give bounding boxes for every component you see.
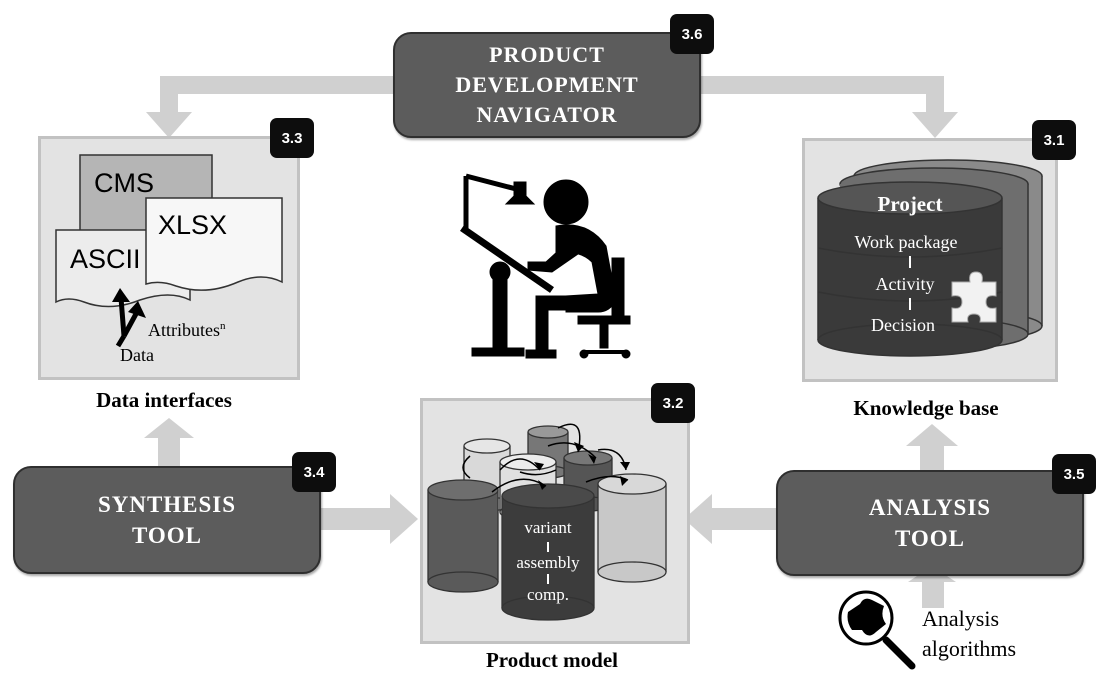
navigator-line-1: PRODUCT xyxy=(489,42,605,67)
product-model-badge: 3.2 xyxy=(651,383,695,423)
knowledge-base-caption: Knowledge base xyxy=(853,396,999,420)
navigator-badge: 3.6 xyxy=(670,14,714,54)
nav-right-bar xyxy=(694,76,944,94)
synthesis-tool-box[interactable]: SYNTHESIS TOOL xyxy=(13,466,321,574)
data-interfaces-badge: 3.3 xyxy=(270,118,314,158)
navigator-line-3: NAVIGATOR xyxy=(476,102,618,127)
ascii-label: ASCII xyxy=(70,244,141,274)
xlsx-label: XLSX xyxy=(158,210,228,240)
work-package-label: Work package xyxy=(854,232,958,252)
data-label: Data xyxy=(120,345,154,365)
variant-label: variant xyxy=(524,518,572,537)
data-interfaces-caption: Data interfaces xyxy=(96,388,232,412)
nav-right-arrowhead xyxy=(912,112,958,138)
analysis-tool-box[interactable]: ANALYSIS TOOL xyxy=(776,470,1084,576)
comp-label: comp. xyxy=(526,585,570,604)
synthesis-to-model-arrow xyxy=(318,494,418,544)
nav-left-down xyxy=(160,76,178,116)
knowledge-base-badge: 3.1 xyxy=(1032,120,1076,160)
project-label: Project xyxy=(877,192,943,216)
nav-left-bar xyxy=(160,76,400,94)
attributes-label: Attributesn xyxy=(148,320,226,340)
analysis-line-2: TOOL xyxy=(894,526,966,551)
analysis-line-1: ANALYSIS xyxy=(868,495,992,520)
product-model-caption: Product model xyxy=(485,648,619,672)
decision-label: Decision xyxy=(871,315,935,335)
assembly-label: assembly xyxy=(516,553,580,572)
product-development-navigator-box[interactable]: PRODUCT DEVELOPMENT NAVIGATOR xyxy=(393,32,701,138)
analysis-up-arrow xyxy=(906,424,958,474)
synthesis-line-1: SYNTHESIS xyxy=(97,492,237,517)
nav-left-arrowhead xyxy=(146,112,192,138)
analysis-algorithms-label: Analysis algorithms xyxy=(922,606,1017,661)
analysis-to-model-arrow xyxy=(684,494,780,544)
navigator-line-2: DEVELOPMENT xyxy=(455,72,639,97)
cms-label: CMS xyxy=(94,168,154,198)
synthesis-line-2: TOOL xyxy=(131,523,203,548)
activity-label: Activity xyxy=(875,274,935,294)
analysis-tool-badge: 3.5 xyxy=(1052,454,1096,494)
synthesis-up-arrow xyxy=(144,418,194,470)
knowledge-base-panel[interactable] xyxy=(802,138,1058,382)
nav-right-down xyxy=(926,76,944,116)
navigator-arrows xyxy=(146,76,958,138)
synthesis-tool-badge: 3.4 xyxy=(292,452,336,492)
